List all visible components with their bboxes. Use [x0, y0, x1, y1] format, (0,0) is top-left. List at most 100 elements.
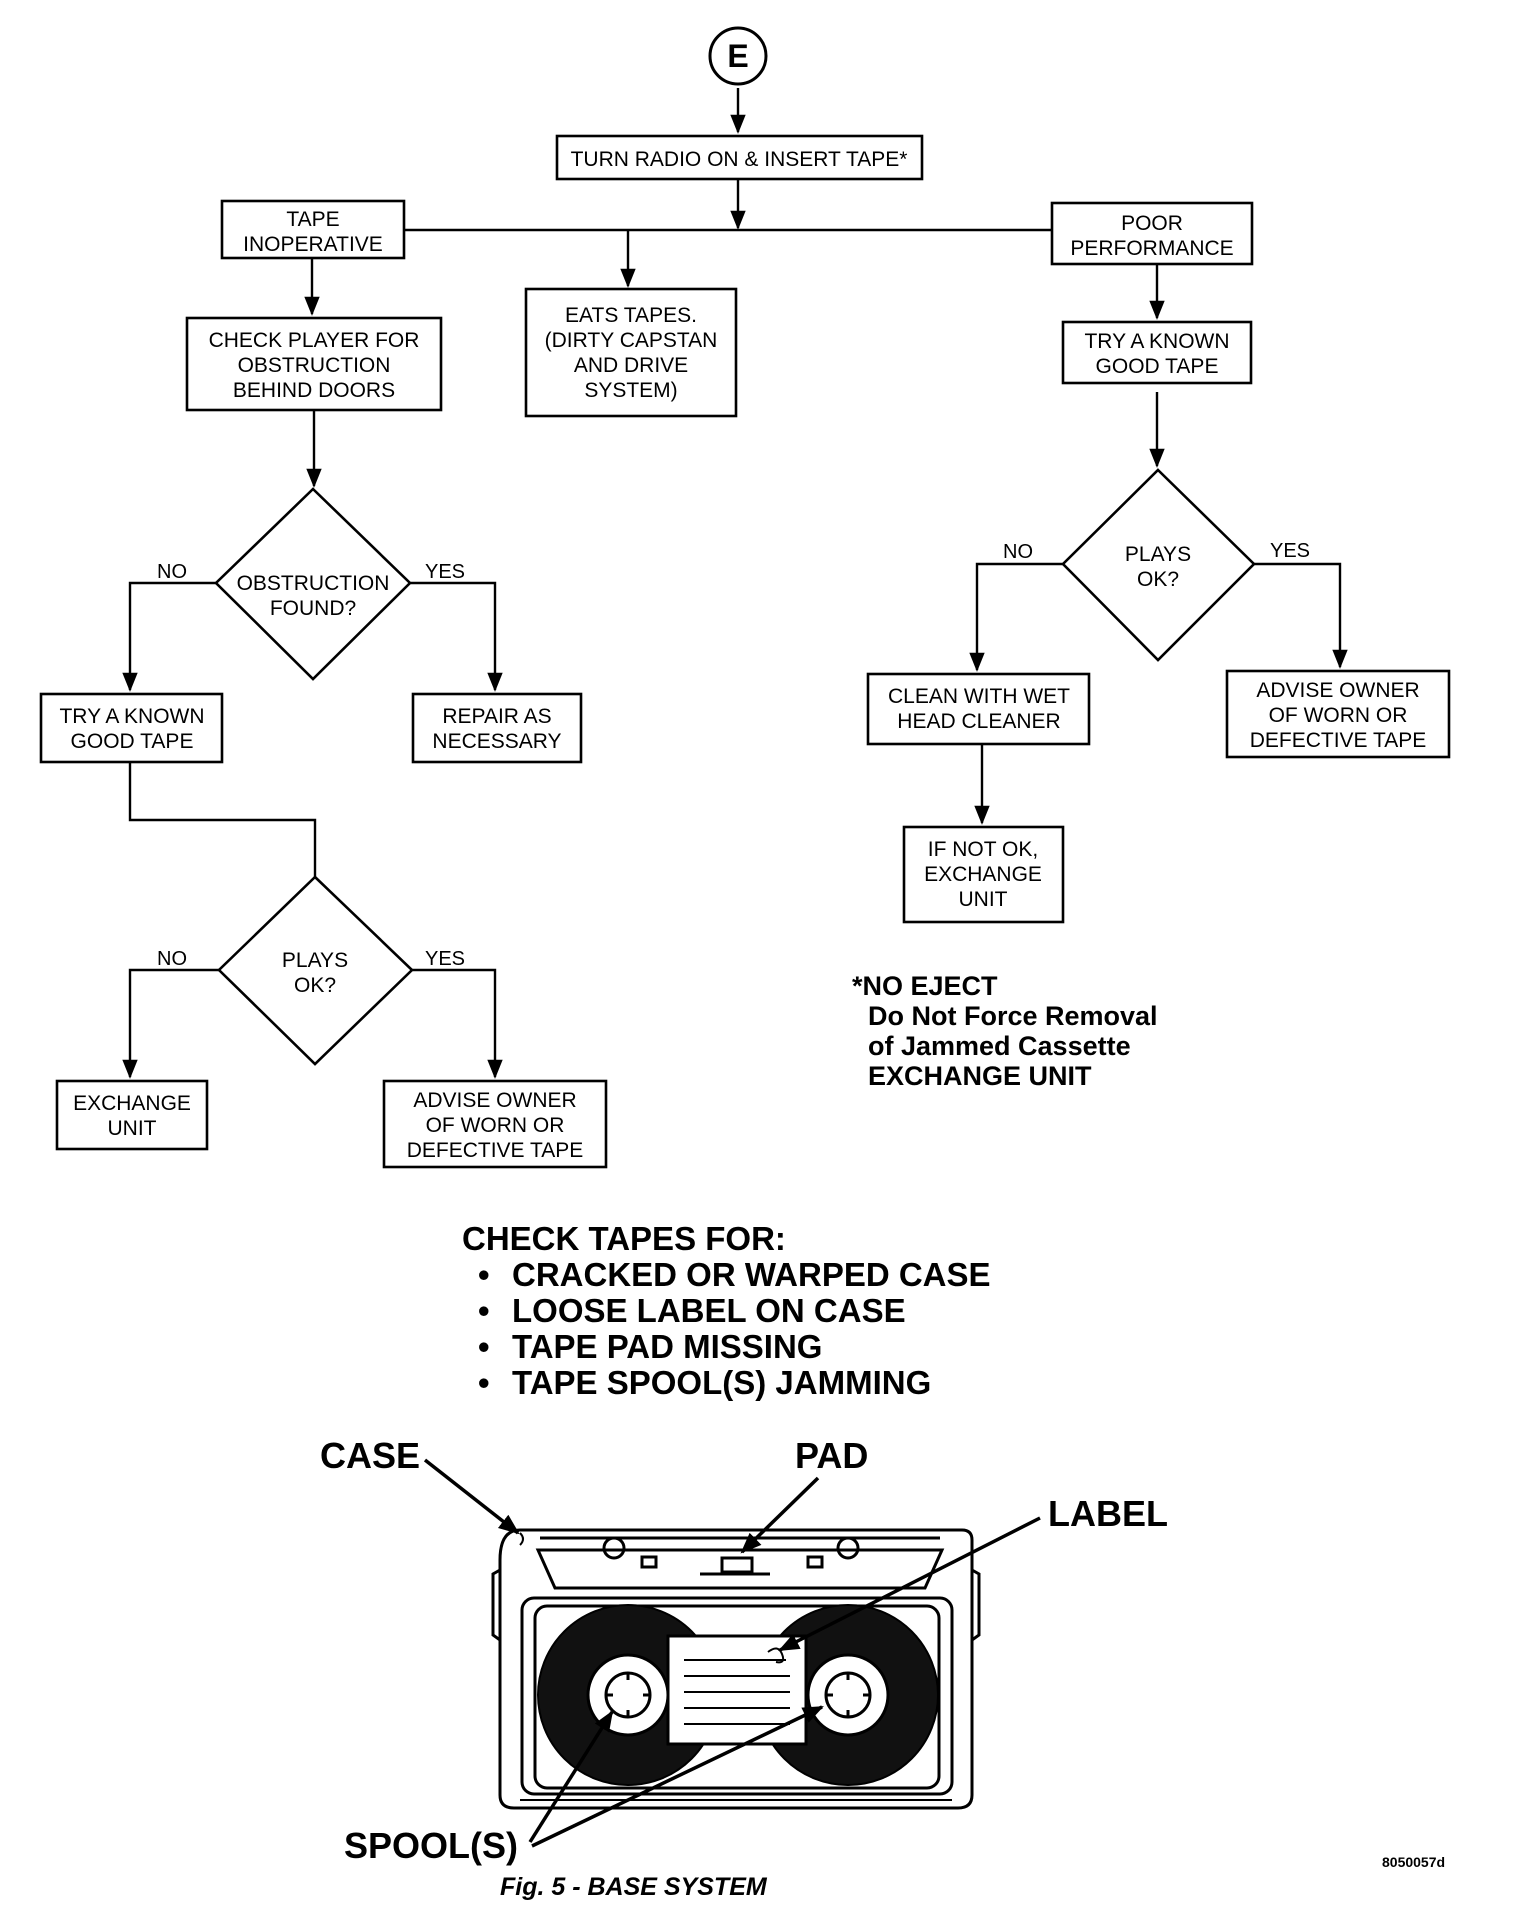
check-tapes-item: TAPE PAD MISSING: [512, 1328, 822, 1365]
box-try-known-tape-left-line: TRY A KNOWN: [59, 705, 204, 728]
figure-code: 8050057d: [1382, 1854, 1445, 1870]
box-poor-performance-line: POOR: [1121, 212, 1183, 235]
box-advise-owner-right-line: OF WORN OR: [1269, 704, 1408, 727]
yes-label: YES: [425, 948, 465, 970]
footnote-line: EXCHANGE UNIT: [868, 1061, 1092, 1091]
box-exchange-unit-line: EXCHANGE: [73, 1092, 191, 1115]
footnote-line: *NO EJECT: [852, 971, 998, 1001]
decision-plays-ok-left-line: PLAYS: [282, 949, 348, 972]
box-turn-radio-on-text: TURN RADIO ON & INSERT TAPE*: [571, 148, 908, 171]
box-check-player-line: CHECK PLAYER FOR: [209, 329, 420, 352]
footnote-line: of Jammed Cassette: [868, 1031, 1131, 1061]
box-repair-as-necessary-line: REPAIR AS: [442, 705, 551, 728]
box-exchange-unit-line: UNIT: [108, 1117, 157, 1140]
footnote-line: Do Not Force Removal: [868, 1001, 1158, 1031]
check-tapes-title: CHECK TAPES FOR:: [462, 1220, 786, 1257]
box-try-known-tape-right-line: TRY A KNOWN: [1084, 330, 1229, 353]
no-label: NO: [157, 948, 187, 970]
box-advise-owner-left-line: OF WORN OR: [426, 1114, 565, 1137]
no-label: NO: [157, 561, 187, 583]
case-label: CASE: [320, 1435, 420, 1476]
decision-obstruction-found-line: FOUND?: [270, 597, 356, 620]
bullet: •: [478, 1256, 490, 1293]
box-check-player-line: BEHIND DOORS: [233, 379, 395, 402]
box-if-not-ok-line: EXCHANGE: [924, 863, 1042, 886]
box-try-known-tape-right-line: GOOD TAPE: [1096, 355, 1219, 378]
box-if-not-ok-line: UNIT: [959, 888, 1008, 911]
no-label: NO: [1003, 541, 1033, 563]
flow-connectors: [122, 88, 1348, 1079]
box-advise-owner-right-line: ADVISE OWNER: [1256, 679, 1419, 702]
box-if-not-ok-line: IF NOT OK,: [928, 838, 1038, 861]
decision-plays-ok-right-line: OK?: [1137, 568, 1179, 591]
cassette-illustration: [491, 1528, 981, 1810]
start-connector: E: [708, 26, 768, 86]
bullet: •: [478, 1292, 490, 1329]
box-turn-radio-on: TURN RADIO ON & INSERT TAPE*: [555, 134, 924, 181]
box-poor-performance-line: PERFORMANCE: [1070, 237, 1233, 260]
box-eats-tapes-line: SYSTEM): [584, 379, 677, 402]
figure-caption: Fig. 5 - BASE SYSTEM: [500, 1873, 768, 1901]
decision-plays-ok-left-line: OK?: [294, 974, 336, 997]
yes-label: YES: [425, 561, 465, 583]
check-tapes-list: CHECK TAPES FOR: • CRACKED OR WARPED CAS…: [462, 1220, 991, 1401]
box-eats-tapes-line: EATS TAPES.: [565, 304, 697, 327]
box-try-known-tape-left-line: GOOD TAPE: [71, 730, 194, 753]
decision-plays-ok-right-line: PLAYS: [1125, 543, 1191, 566]
box-repair-as-necessary-line: NECESSARY: [432, 730, 561, 753]
check-tapes-item: LOOSE LABEL ON CASE: [512, 1292, 906, 1329]
box-clean-with-head-cleaner-line: HEAD CLEANER: [897, 710, 1060, 733]
yes-label: YES: [1270, 540, 1310, 562]
check-tapes-item: CRACKED OR WARPED CASE: [512, 1256, 991, 1293]
box-tape-inoperative-line: TAPE: [286, 208, 339, 231]
decision-obstruction-found-line: OBSTRUCTION: [237, 572, 390, 595]
spools-label: SPOOL(S): [344, 1825, 518, 1866]
box-check-player-line: OBSTRUCTION: [238, 354, 391, 377]
box-tape-inoperative-line: INOPERATIVE: [243, 233, 383, 256]
cassette-callouts: CASE PAD LABEL SPOOL(S): [320, 1435, 1168, 1866]
box-eats-tapes-line: AND DRIVE: [574, 354, 688, 377]
pad-label: PAD: [795, 1435, 868, 1476]
box-advise-owner-left-line: ADVISE OWNER: [413, 1089, 576, 1112]
box-clean-with-head-cleaner-line: CLEAN WITH WET: [888, 685, 1070, 708]
box-eats-tapes-line: (DIRTY CAPSTAN: [545, 329, 718, 352]
box-advise-owner-right-line: DEFECTIVE TAPE: [1250, 729, 1427, 752]
bullet: •: [478, 1364, 490, 1401]
check-tapes-item: TAPE SPOOL(S) JAMMING: [512, 1364, 931, 1401]
label-label: LABEL: [1048, 1493, 1168, 1534]
bullet: •: [478, 1328, 490, 1365]
box-advise-owner-left-line: DEFECTIVE TAPE: [407, 1139, 584, 1162]
